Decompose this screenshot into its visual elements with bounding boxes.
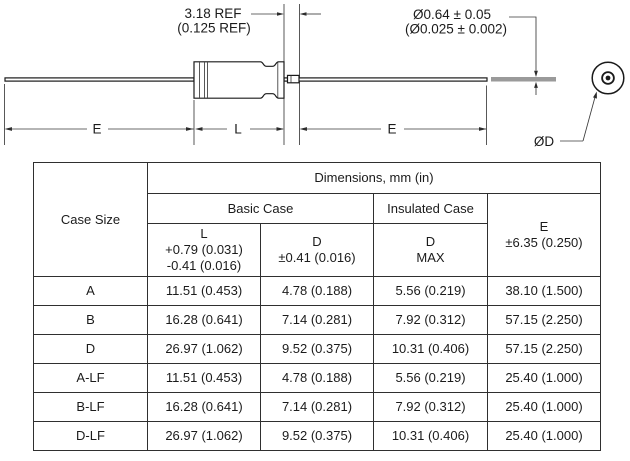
case-size-cell: D xyxy=(33,334,148,364)
e-right-label: E xyxy=(387,122,396,137)
l-label: L xyxy=(234,122,242,137)
dimensions-table: Case Size Dimensions, mm (in) Basic Case… xyxy=(33,162,601,451)
d-max-cell: 7.92 (0.312) xyxy=(373,305,488,335)
e-cell: 25.40 (1.000) xyxy=(487,392,601,422)
case-size-cell: A xyxy=(33,276,148,306)
table-row: B 16.28 (0.641) 7.14 (0.281) 7.92 (0.312… xyxy=(33,305,601,335)
d-cell: 4.78 (0.188) xyxy=(260,363,374,393)
d-max-cell: 10.31 (0.406) xyxy=(373,334,488,364)
l-cell: 16.28 (0.641) xyxy=(147,392,261,422)
col-d-max-line2: MAX xyxy=(416,250,445,265)
col-d-line2: ±0.41 (0.016) xyxy=(278,250,356,265)
case-size-cell: B xyxy=(33,305,148,335)
ref-dimension xyxy=(251,12,321,16)
dimensions-header: Dimensions, mm (in) xyxy=(147,162,601,194)
e-cell: 25.40 (1.000) xyxy=(487,421,601,451)
table-row: D 26.97 (1.062) 9.52 (0.375) 10.31 (0.40… xyxy=(33,334,601,364)
l-cell: 11.51 (0.453) xyxy=(147,276,261,306)
l-cell: 26.97 (1.062) xyxy=(147,421,261,451)
od-leader xyxy=(560,91,597,142)
col-d-header: D ±0.41 (0.016) xyxy=(260,223,374,277)
d-cell: 4.78 (0.188) xyxy=(260,276,374,306)
basic-case-header: Basic Case xyxy=(147,193,374,224)
case-size-cell: B-LF xyxy=(33,392,148,422)
e-cell: 57.15 (2.250) xyxy=(487,305,601,335)
col-d-max-line1: D xyxy=(425,234,436,249)
l-cell: 16.28 (0.641) xyxy=(147,305,261,335)
col-l-line3: -0.41 (0.016) xyxy=(166,258,242,273)
l-cell: 11.51 (0.453) xyxy=(147,363,261,393)
insulated-case-header: Insulated Case xyxy=(373,193,488,224)
col-d-max-header: D MAX xyxy=(373,223,488,277)
col-l-line2: +0.79 (0.031) xyxy=(165,242,243,257)
col-d-line1: D xyxy=(312,234,322,249)
lead-wire-left xyxy=(4,77,195,82)
col-e-header: E ±6.35 (0.250) xyxy=(487,193,601,277)
lead-wire-grey-segment xyxy=(491,77,556,82)
end-view xyxy=(591,61,625,95)
lead-diameter-dimension xyxy=(509,16,538,95)
d-cell: 7.14 (0.281) xyxy=(260,305,374,335)
diameter-dimension-label-line2: (Ø0.025 ± 0.002) xyxy=(405,22,507,37)
d-cell: 7.14 (0.281) xyxy=(260,392,374,422)
ref-dimension-label-line2: (0.125 REF) xyxy=(177,21,251,36)
component-drawing: 3.18 REF (0.125 REF) Ø0.64 ± 0.05 (Ø0.02… xyxy=(4,4,625,149)
d-max-cell: 7.92 (0.312) xyxy=(373,392,488,422)
component-body xyxy=(193,61,300,99)
end-view-lead-dot xyxy=(605,75,611,81)
d-max-cell: 5.56 (0.219) xyxy=(373,363,488,393)
e-cell: 25.40 (1.000) xyxy=(487,363,601,393)
e-cell: 57.15 (2.250) xyxy=(487,334,601,364)
d-max-cell: 5.56 (0.219) xyxy=(373,276,488,306)
table-row: D-LF 26.97 (1.062) 9.52 (0.375) 10.31 (0… xyxy=(33,421,601,451)
table-row: A 11.51 (0.453) 4.78 (0.188) 5.56 (0.219… xyxy=(33,276,601,306)
end-seal-nub xyxy=(286,74,300,84)
table-row: B-LF 16.28 (0.641) 7.14 (0.281) 7.92 (0.… xyxy=(33,392,601,422)
od-label: ØD xyxy=(534,134,555,149)
table-row: A-LF 11.51 (0.453) 4.78 (0.188) 5.56 (0.… xyxy=(33,363,601,393)
ref-dimension-label-line1: 3.18 REF xyxy=(184,6,241,21)
lead-wire-right xyxy=(283,77,488,82)
bottom-dimension-lines xyxy=(4,127,487,131)
l-cell: 26.97 (1.062) xyxy=(147,334,261,364)
e-cell: 38.10 (1.500) xyxy=(487,276,601,306)
col-l-line1: L xyxy=(200,226,208,241)
col-e-line1: E xyxy=(539,219,549,234)
col-e-line2: ±6.35 (0.250) xyxy=(505,235,583,250)
case-size-header: Case Size xyxy=(33,162,148,277)
col-l-header: L +0.79 (0.031) -0.41 (0.016) xyxy=(147,223,261,277)
d-cell: 9.52 (0.375) xyxy=(260,334,374,364)
case-size-cell: D-LF xyxy=(33,421,148,451)
case-size-cell: A-LF xyxy=(33,363,148,393)
d-max-cell: 10.31 (0.406) xyxy=(373,421,488,451)
e-left-label: E xyxy=(92,122,101,137)
diameter-dimension-label-line1: Ø0.64 ± 0.05 xyxy=(413,7,491,22)
d-cell: 9.52 (0.375) xyxy=(260,421,374,451)
